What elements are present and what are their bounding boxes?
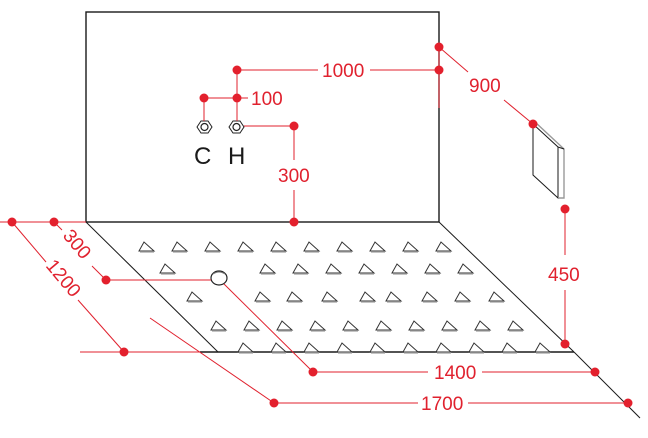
- drain-icon: [210, 270, 228, 286]
- anti-slip-triangle: [259, 263, 277, 274]
- anti-slip-triangle: [342, 320, 360, 331]
- dim-drain-offset: 300: [58, 226, 94, 264]
- anti-slip-triangle: [159, 263, 177, 274]
- anti-slip-triangle: [474, 320, 492, 331]
- anti-slip-triangle: [375, 320, 393, 331]
- anti-slip-triangle: [435, 241, 453, 252]
- cold-valve-nut-icon: [196, 120, 213, 134]
- anti-slip-triangle: [286, 291, 304, 302]
- anti-slip-triangle: [210, 320, 228, 331]
- anti-slip-triangle: [171, 241, 189, 252]
- anti-slip-triangle: [186, 291, 204, 302]
- anti-slip-triangle: [488, 291, 506, 302]
- anti-slip-triangle: [358, 263, 376, 274]
- dim-niche-from-corner: 900: [469, 76, 501, 97]
- tray-right-edge: [438, 221, 575, 353]
- hot-label: H: [228, 143, 245, 170]
- anti-slip-triangle: [336, 342, 354, 353]
- anti-slip-triangle: [309, 320, 327, 331]
- anti-slip-triangle: [138, 241, 156, 252]
- dim-valve-spacing: 100: [251, 89, 283, 110]
- anti-slip-triangle: [204, 241, 222, 252]
- anti-slip-triangle: [303, 342, 321, 353]
- anti-slip-triangle: [441, 320, 459, 331]
- dim-overall-width: 1700: [421, 394, 463, 415]
- hot-valve-nut-icon: [228, 120, 245, 134]
- hot-valve: H: [228, 120, 245, 170]
- anti-slip-triangle: [254, 291, 272, 302]
- anti-slip-triangle: [402, 342, 420, 353]
- anti-slip-triangle: [408, 320, 426, 331]
- anti-slip-triangle: [391, 263, 409, 274]
- anti-slip-triangle: [325, 263, 343, 274]
- anti-slip-triangle: [534, 342, 552, 353]
- anti-slip-triangle: [303, 241, 321, 252]
- anti-slip-triangle: [369, 241, 387, 252]
- cold-valve: C: [194, 120, 213, 170]
- drain-grate: [212, 271, 226, 275]
- dim-tray-width: 1400: [434, 363, 476, 384]
- anti-slip-triangle: [507, 320, 525, 331]
- anti-slip-pattern: [138, 241, 552, 354]
- anti-slip-triangle: [454, 291, 472, 302]
- dim-niche-height: 450: [548, 265, 580, 286]
- dimension-points: [7, 42, 633, 408]
- back-wall: [85, 11, 440, 223]
- anti-slip-triangle: [237, 342, 255, 353]
- anti-slip-triangle: [457, 263, 475, 274]
- anti-slip-triangle: [369, 342, 387, 353]
- anti-slip-triangle: [468, 342, 486, 353]
- anti-slip-triangle: [321, 291, 339, 302]
- anti-slip-triangle: [385, 291, 403, 302]
- tray-left-edge: [85, 221, 219, 353]
- anti-slip-triangle: [402, 241, 420, 252]
- anti-slip-triangle: [292, 263, 310, 274]
- anti-slip-triangle: [336, 241, 354, 252]
- anti-slip-triangle: [270, 342, 288, 353]
- anti-slip-triangle: [243, 320, 261, 331]
- anti-slip-triangle: [237, 241, 255, 252]
- anti-slip-triangle: [276, 320, 294, 331]
- dim-valve-height: 300: [278, 166, 310, 187]
- shower-tray: [85, 221, 641, 419]
- cold-label: C: [194, 143, 211, 170]
- anti-slip-triangle: [435, 342, 453, 353]
- anti-slip-triangle: [421, 291, 439, 302]
- dim-valve-to-corner: 1000: [322, 61, 364, 82]
- anti-slip-triangle: [270, 241, 288, 252]
- anti-slip-triangle: [424, 263, 442, 274]
- wall-niche: [532, 121, 565, 200]
- anti-slip-triangle: [501, 342, 519, 353]
- anti-slip-triangle: [359, 291, 377, 302]
- floor-diagonal-line: [573, 351, 641, 419]
